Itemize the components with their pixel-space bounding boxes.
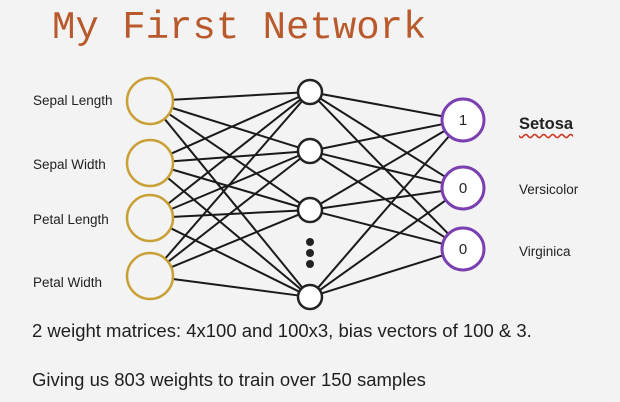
edge-input1-hidden2 (171, 168, 299, 208)
output-node-0 (440, 97, 486, 143)
edges-layer (163, 91, 451, 297)
output-node-2 (440, 226, 486, 272)
edge-input0-hidden0 (172, 91, 299, 101)
edge-input0-hidden2 (168, 113, 301, 205)
hidden-node-0 (296, 78, 324, 106)
hidden-ellipsis-dot-2 (306, 260, 314, 268)
edge-hidden1-output0 (321, 123, 443, 150)
edge-hidden2-output2 (321, 211, 443, 245)
input-label-sepal-width: Sepal Width (33, 157, 106, 172)
hidden-node-2 (296, 196, 324, 224)
edge-input1-hidden1 (172, 150, 299, 163)
hidden-ellipsis-dot-0 (306, 238, 314, 246)
edge-input2-hidden3 (170, 227, 300, 293)
nodes-layer: 1 0 0 (125, 76, 486, 311)
edge-input0-hidden1 (171, 106, 299, 149)
output-value-0: 1 (459, 112, 467, 129)
edge-input1-hidden3 (166, 177, 302, 291)
edge-hidden3-output2 (321, 254, 444, 295)
edge-input2-hidden2 (172, 209, 299, 218)
edge-hidden3-output0 (317, 135, 451, 289)
hidden-ellipsis-dot-1 (306, 249, 314, 257)
edge-hidden2-output1 (321, 189, 443, 210)
diagram-title: My First Network (52, 6, 427, 50)
edge-input1-hidden0 (170, 95, 300, 155)
edge-hidden0-output0 (321, 93, 443, 118)
output-node-1 (440, 165, 486, 211)
hidden-node-1 (296, 137, 324, 165)
input-node-1 (125, 138, 175, 188)
input-label-petal-width: Petal Width (33, 275, 103, 290)
input-label-petal-length: Petal Length (33, 212, 109, 227)
edge-input3-hidden2 (170, 213, 300, 269)
edge-input3-hidden1 (167, 157, 302, 263)
output-label-virginica: Virginica (519, 244, 571, 259)
hidden-node-3 (296, 283, 324, 311)
output-label-setosa: Setosa (519, 115, 574, 133)
input-node-0 (125, 76, 175, 126)
edge-input3-hidden0 (164, 100, 303, 260)
output-value-2: 0 (459, 241, 467, 258)
input-node-2 (125, 193, 175, 243)
output-label-versicolor: Versicolor (519, 182, 579, 197)
caption-weight-matrices: 2 weight matrices: 4x100 and 100x3, bias… (32, 320, 532, 341)
edge-hidden2-output0 (319, 129, 446, 205)
edge-input3-hidden3 (172, 278, 299, 297)
input-label-sepal-length: Sepal Length (33, 93, 113, 108)
edge-hidden1-output2 (319, 156, 446, 239)
edge-hidden3-output1 (319, 199, 447, 291)
caption-weight-count: Giving us 803 weights to train over 150 … (32, 369, 426, 390)
output-value-1: 0 (459, 180, 467, 197)
input-node-3 (125, 251, 175, 301)
edge-input2-hidden1 (170, 154, 300, 211)
edge-input2-hidden0 (167, 98, 302, 205)
edge-hidden0-output1 (319, 97, 446, 178)
